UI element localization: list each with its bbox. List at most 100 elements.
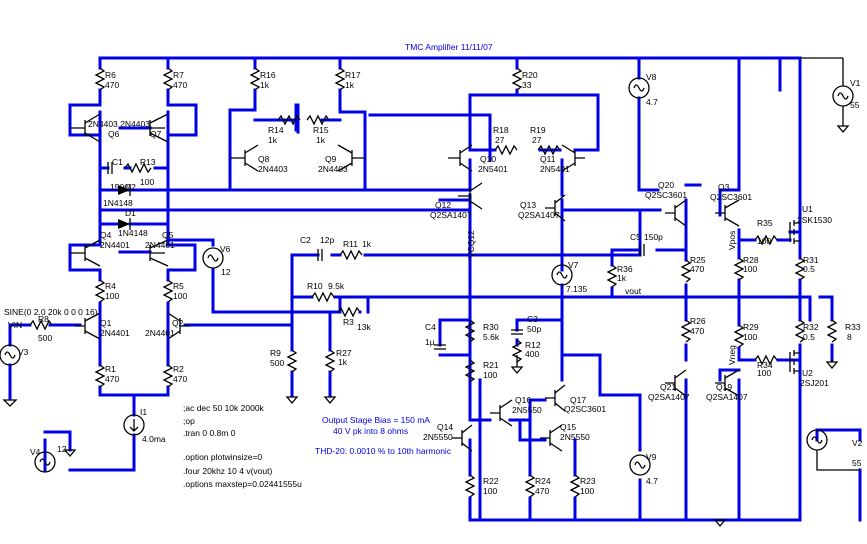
- component-label: R19: [530, 125, 546, 135]
- component-label: 100: [580, 486, 594, 496]
- component-label: Q15: [560, 422, 576, 432]
- component-label: R9: [270, 348, 281, 358]
- component-label: Q2SC3601: [645, 190, 687, 200]
- component-label: R22: [483, 476, 499, 486]
- component-label: 27: [495, 135, 505, 145]
- component-label: R1: [105, 364, 116, 374]
- net-label-vout: vout: [625, 286, 642, 296]
- spice-directive: ;ac dec 50 10k 2000k: [183, 403, 265, 413]
- component-label: Q12: [435, 200, 451, 210]
- component-label: R32: [803, 322, 819, 332]
- component-label: 1k: [316, 135, 326, 145]
- component-label: V3: [18, 347, 29, 357]
- component-label: 2N4403: [318, 164, 348, 174]
- component-label: 12: [221, 267, 231, 277]
- component-label: C3: [527, 314, 538, 324]
- component-label: Q9: [325, 154, 337, 164]
- component-label: 12p: [320, 235, 334, 245]
- component-label: V2: [852, 438, 863, 448]
- component-label: V1: [850, 78, 861, 88]
- component-label: 100: [743, 264, 757, 274]
- component-label: 2N5550: [560, 432, 590, 442]
- spice-directive: .options maxstep=0.02441555u: [183, 479, 302, 489]
- component-label: Q10: [480, 154, 496, 164]
- component-label: 0.5: [803, 332, 815, 342]
- component-label: 1k: [260, 80, 270, 90]
- diodes: [118, 184, 131, 230]
- component-label: 470: [173, 374, 187, 384]
- component-label: R13: [140, 157, 156, 167]
- component-label: Q2SC3601: [564, 404, 606, 414]
- component-label: 1k: [345, 80, 355, 90]
- component-label: R5: [173, 281, 184, 291]
- component-label: 1k: [268, 135, 278, 145]
- component-label: 2SK1530: [797, 215, 832, 225]
- component-label: V4: [30, 447, 41, 457]
- component-label: 100: [483, 370, 497, 380]
- component-label: R8: [38, 314, 49, 324]
- component-label: R10: [307, 281, 323, 291]
- component-label: 470: [173, 80, 187, 90]
- component-label: R26: [690, 316, 706, 326]
- component-label: R17: [345, 70, 361, 80]
- component-label: R11: [343, 239, 358, 249]
- component-label: R34: [757, 360, 773, 370]
- component-label: 1N4148: [118, 228, 148, 238]
- component-label: R35: [757, 218, 773, 228]
- wires: [8, 56, 862, 522]
- net-label-vneg: Vneg: [727, 345, 737, 365]
- component-label: C5: [630, 232, 641, 242]
- net-label-vcq12: VCQ12: [466, 230, 476, 258]
- component-label: R7: [173, 70, 184, 80]
- component-label: 8: [847, 332, 852, 342]
- component-label: R6: [105, 70, 116, 80]
- component-label: R15: [313, 125, 329, 135]
- spice-directive: .option plotwinsize=0: [183, 452, 262, 462]
- component-label: 2N4401: [145, 240, 175, 250]
- schematic-title: TMC Amplifier 11/11/07: [405, 42, 493, 52]
- component-label: R14: [268, 125, 284, 135]
- source-spec-label: SINE(0 2.0 20k 0 0 0 16): [4, 307, 98, 317]
- component-label: 4.7: [646, 476, 658, 486]
- component-label: R27: [336, 348, 352, 358]
- component-label: R4: [105, 281, 116, 291]
- component-label: D2: [125, 182, 136, 192]
- component-label: R23: [580, 476, 596, 486]
- spice-directive: .tran 0 0.8m 0: [183, 428, 236, 438]
- component-label: R16: [260, 70, 276, 80]
- component-label: Q20: [658, 180, 674, 190]
- component-label: 100: [140, 177, 154, 187]
- component-label: C4: [425, 322, 436, 332]
- component-label: 470: [690, 326, 704, 336]
- component-label: 100: [743, 332, 757, 342]
- component-label: 2N5550: [423, 432, 453, 442]
- component-label: 5.6k: [483, 332, 500, 342]
- component-label: R29: [743, 322, 759, 332]
- component-label: R36: [617, 264, 633, 274]
- component-label: Q8: [258, 154, 270, 164]
- component-label: Q5: [162, 230, 174, 240]
- component-label: Q7: [150, 129, 162, 139]
- component-label: 55: [850, 100, 860, 110]
- component-label: Q6: [108, 129, 120, 139]
- capacitors: [107, 162, 645, 350]
- component-label: C1: [112, 157, 123, 167]
- component-label: V7: [568, 260, 579, 270]
- voltage-sources: [0, 77, 854, 476]
- component-label: Q21: [660, 382, 676, 392]
- component-label: 100: [483, 486, 497, 496]
- component-label: R28: [743, 255, 759, 265]
- component-label: 2N4401: [100, 328, 130, 338]
- component-label: I1: [140, 407, 147, 417]
- component-label: 100: [173, 291, 187, 301]
- component-label: 4.7: [646, 97, 658, 107]
- component-label: V6: [220, 244, 231, 254]
- component-label: 100: [757, 236, 771, 246]
- component-label: 2N4403 2N4403: [88, 119, 150, 129]
- component-label: 33: [522, 80, 532, 90]
- component-label: Q13: [520, 200, 536, 210]
- bias-note-line2: 40 V pk into 8 ohms: [333, 426, 408, 436]
